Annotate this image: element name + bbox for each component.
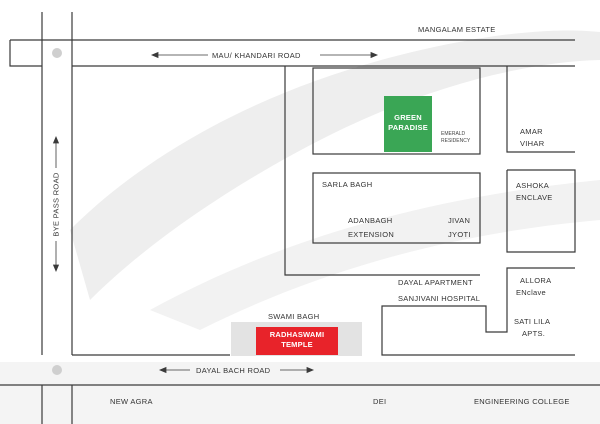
- road-lines: [0, 12, 600, 424]
- sati-lila-apts-label-line1: SATI LILA: [514, 317, 551, 326]
- amar-vihar-label-line1: AMAR: [520, 127, 543, 136]
- background-swoosh-lower: [150, 180, 600, 330]
- engineering-college-label: ENGINEERING COLLEGE: [474, 397, 570, 406]
- jivan-label-line2: JYOTI: [448, 230, 471, 239]
- green-paradise-label: GREEN PARADISE: [384, 113, 432, 133]
- radhaswami-temple-block: [256, 327, 338, 355]
- radhaswami-temple-label-line1: RADHASWAMI: [269, 330, 325, 339]
- allora-enclave-label-line1: ALLORA: [520, 276, 552, 285]
- roundabout-top: [52, 48, 62, 58]
- new-agra-label: NEW AGRA: [110, 397, 153, 406]
- radhaswami-temple-label: RADHASWAMI TEMPLE: [256, 330, 338, 350]
- adanbagh-label-line2: EXTENSION: [348, 230, 395, 239]
- allora-enclave-label-line2: ENclave: [516, 288, 547, 297]
- sanjivani-hospital-label: SANJIVANI HOSPITAL: [398, 294, 481, 303]
- ashoka-enclave-label-line1: ASHOKA: [516, 181, 550, 190]
- emerald-residency-label-line1: EMERALD: [441, 131, 466, 137]
- mangalam-estate-label: MANGALAM ESTATE: [418, 25, 496, 34]
- dei-label: DEI: [373, 397, 387, 406]
- green-paradise-block: [384, 96, 432, 152]
- green-paradise-label-line1: GREEN: [394, 113, 422, 122]
- amar-vihar-label-line2: VIHAR: [520, 139, 545, 148]
- direction-arrows: [52, 51, 379, 374]
- adanbagh-label-line1: ADANBAGH: [348, 216, 393, 225]
- bottom-band: [0, 362, 600, 424]
- bye-pass-road-label: BYE PASS ROAD: [51, 172, 61, 237]
- roundabout-bottom: [52, 365, 62, 375]
- sarla-bagh-label: SARLA BAGH: [322, 180, 373, 189]
- background-swoosh: [70, 30, 600, 300]
- sati-lila-apts-label-line2: APTS.: [522, 329, 546, 338]
- green-paradise-label-line2: PARADISE: [388, 122, 428, 132]
- mau-khandari-road-label: MAU/ KHANDARI ROAD: [212, 51, 301, 60]
- ashoka-enclave-label-line2: ENCLAVE: [516, 193, 553, 202]
- dayal-apartment-label: DAYAL APARTMENT: [398, 278, 473, 287]
- swami-bagh-label: SWAMI BAGH: [268, 312, 320, 321]
- radhaswami-temple-label-line2: TEMPLE: [281, 339, 313, 349]
- emerald-residency-label-line2: RESIDENCY: [441, 138, 471, 144]
- dayal-bagh-road-label: DAYAL BACH ROAD: [196, 366, 271, 375]
- jivan-label-line1: JIVAN: [448, 216, 471, 225]
